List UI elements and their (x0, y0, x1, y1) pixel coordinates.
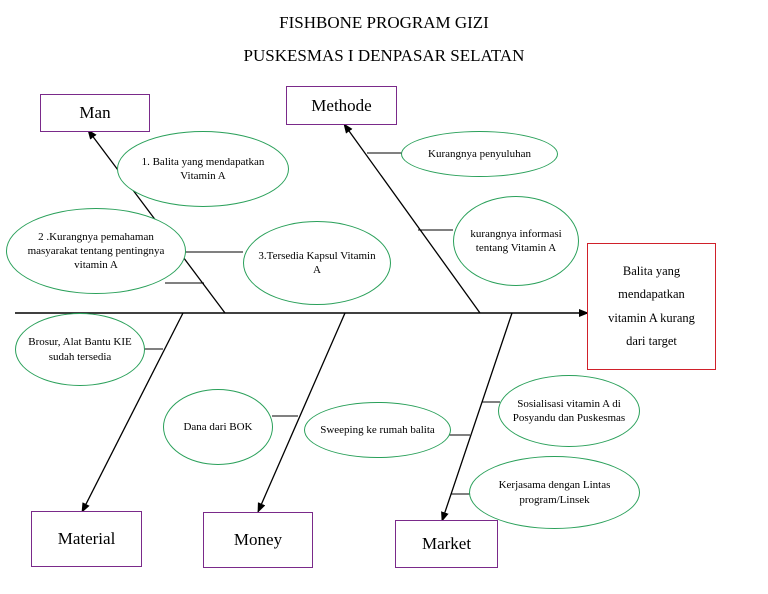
category-market: Market (395, 520, 498, 568)
cause-market-2: Kerjasama dengan Lintas program/Linsek (469, 456, 640, 529)
cause-money-1: Dana dari BOK (163, 389, 273, 465)
category-man: Man (40, 94, 150, 132)
money-bone (257, 312, 346, 513)
cause-man-2: 2 .Kurangnya pemahaman masyarakat tentan… (6, 208, 186, 294)
cause-methode-2: kurangnya informasi tentang Vitamin A (453, 196, 579, 286)
cause-market-1: Sosialisasi vitamin A di Posyandu dan Pu… (498, 375, 640, 447)
category-methode: Methode (286, 86, 397, 125)
cause-money-2: Sweeping ke rumah balita (304, 402, 451, 458)
category-material: Material (31, 511, 142, 567)
diagram-title: FISHBONE PROGRAM GIZI (279, 13, 489, 32)
material-bone (81, 312, 184, 513)
cause-methode-1: Kurangnya penyuluhan (401, 131, 558, 177)
market-bone (441, 312, 513, 522)
cause-material-1: Brosur, Alat Bantu KIE sudah tersedia (15, 313, 145, 386)
diagram-subtitle: PUSKESMAS I DENPASAR SELATAN (243, 46, 525, 65)
cause-man-1: 1. Balita yang mendapatkan Vitamin A (117, 131, 289, 207)
cause-man-3: 3.Tersedia Kapsul Vitamin A (243, 221, 391, 305)
category-money: Money (203, 512, 313, 568)
effect-box: Balita yang mendapatkan vitamin A kurang… (587, 243, 716, 370)
methode-bone (343, 123, 481, 314)
